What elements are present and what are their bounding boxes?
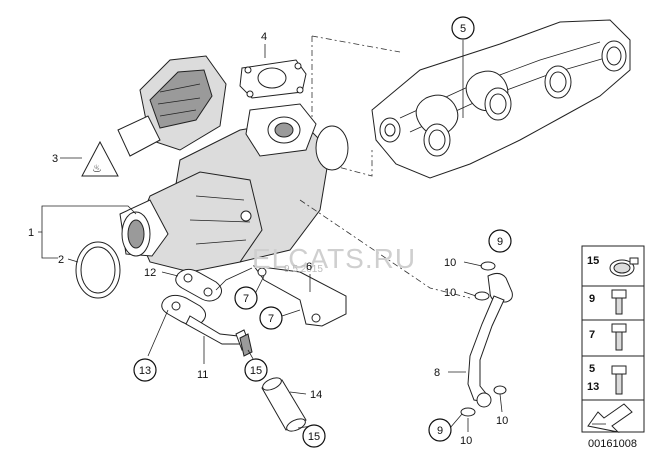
- oil-return-line-part-11: [161, 294, 253, 357]
- svg-text:9: 9: [497, 236, 503, 248]
- callout-13[interactable]: 13: [133, 358, 157, 382]
- svg-text:13: 13: [587, 381, 599, 393]
- gasket-part-4: [239, 44, 307, 99]
- callout-7-upper[interactable]: 7: [234, 286, 258, 310]
- svg-text:4: 4: [261, 31, 267, 43]
- callout-3[interactable]: 3: [52, 153, 58, 165]
- svg-text:8: 8: [434, 367, 440, 379]
- svg-text:15: 15: [308, 431, 320, 443]
- callout-5[interactable]: 5: [451, 16, 475, 40]
- callout-9-lower[interactable]: 9: [428, 418, 452, 442]
- callouts: 5 4 3 1 2 12 6 7 7 13: [28, 16, 512, 448]
- bracket-part-6: [215, 265, 347, 327]
- drawing-number: 00161008: [588, 438, 637, 450]
- callout-2[interactable]: 2: [58, 254, 64, 266]
- warning-label-part-3: ♨: [81, 140, 119, 177]
- callout-7-lower[interactable]: 7: [259, 306, 283, 330]
- svg-text:15: 15: [587, 255, 599, 267]
- svg-text:5: 5: [460, 23, 466, 35]
- callout-15-lower[interactable]: 15: [302, 424, 326, 448]
- svg-text:10: 10: [496, 415, 508, 427]
- legend-washer-9: 9: [589, 289, 627, 315]
- svg-text:9: 9: [589, 293, 595, 305]
- callout-15-upper[interactable]: 15: [244, 358, 268, 382]
- svg-text:5: 5: [589, 363, 595, 375]
- legend-bolt-5-13: 5 13: [587, 363, 627, 395]
- svg-text:9: 9: [437, 425, 443, 437]
- callout-12[interactable]: 12: [144, 267, 156, 279]
- callout-11[interactable]: 11: [197, 369, 208, 381]
- callout-10-middle[interactable]: 10: [444, 287, 456, 299]
- svg-text:12: 12: [144, 267, 156, 279]
- gasket-part-12: [175, 268, 222, 302]
- arrow-icon: [587, 403, 633, 433]
- svg-text:3: 3: [52, 153, 58, 165]
- oil-feed-line-part-8: [299, 199, 513, 408]
- callout-10-upper[interactable]: 10: [444, 257, 456, 269]
- svg-text:11: 11: [197, 369, 208, 381]
- svg-text:7: 7: [243, 293, 249, 305]
- svg-text:1: 1: [28, 227, 34, 239]
- svg-text:10: 10: [444, 257, 456, 269]
- hose-part-14: [261, 377, 307, 432]
- watermark-date: 9.5.2015: [284, 264, 323, 275]
- svg-text:10: 10: [460, 435, 472, 447]
- callout-14[interactable]: 14: [310, 389, 322, 401]
- legend-hose-clamp: 15: [587, 255, 639, 277]
- svg-text:7: 7: [268, 313, 274, 325]
- callout-4[interactable]: 4: [261, 31, 267, 43]
- leader-lines: [38, 40, 503, 432]
- watermark: ELCATS.RU: [252, 243, 416, 274]
- svg-text:7: 7: [589, 329, 595, 341]
- callout-8[interactable]: 8: [434, 367, 440, 379]
- svg-text:♨: ♨: [92, 163, 102, 175]
- callout-9-upper[interactable]: 9: [488, 229, 512, 253]
- fastener-legend: 15 9 7 5 13: [581, 245, 645, 433]
- exhaust-manifold: [311, 19, 631, 179]
- callout-10-lower-right[interactable]: 10: [496, 415, 508, 427]
- callout-10-lower-left[interactable]: 10: [460, 435, 472, 447]
- callout-6[interactable]: 6: [306, 261, 312, 273]
- svg-text:2: 2: [58, 254, 64, 266]
- svg-text:6: 6: [306, 261, 312, 273]
- turbocharger: [117, 55, 349, 273]
- seal-ring-part-2: [75, 241, 121, 299]
- svg-text:15: 15: [250, 365, 262, 377]
- svg-text:10: 10: [444, 287, 456, 299]
- svg-text:13: 13: [139, 365, 151, 377]
- svg-text:14: 14: [310, 389, 322, 401]
- callout-1[interactable]: 1: [28, 227, 34, 239]
- legend-bolt-7: 7: [589, 323, 627, 351]
- sealing-washers: [460, 261, 507, 417]
